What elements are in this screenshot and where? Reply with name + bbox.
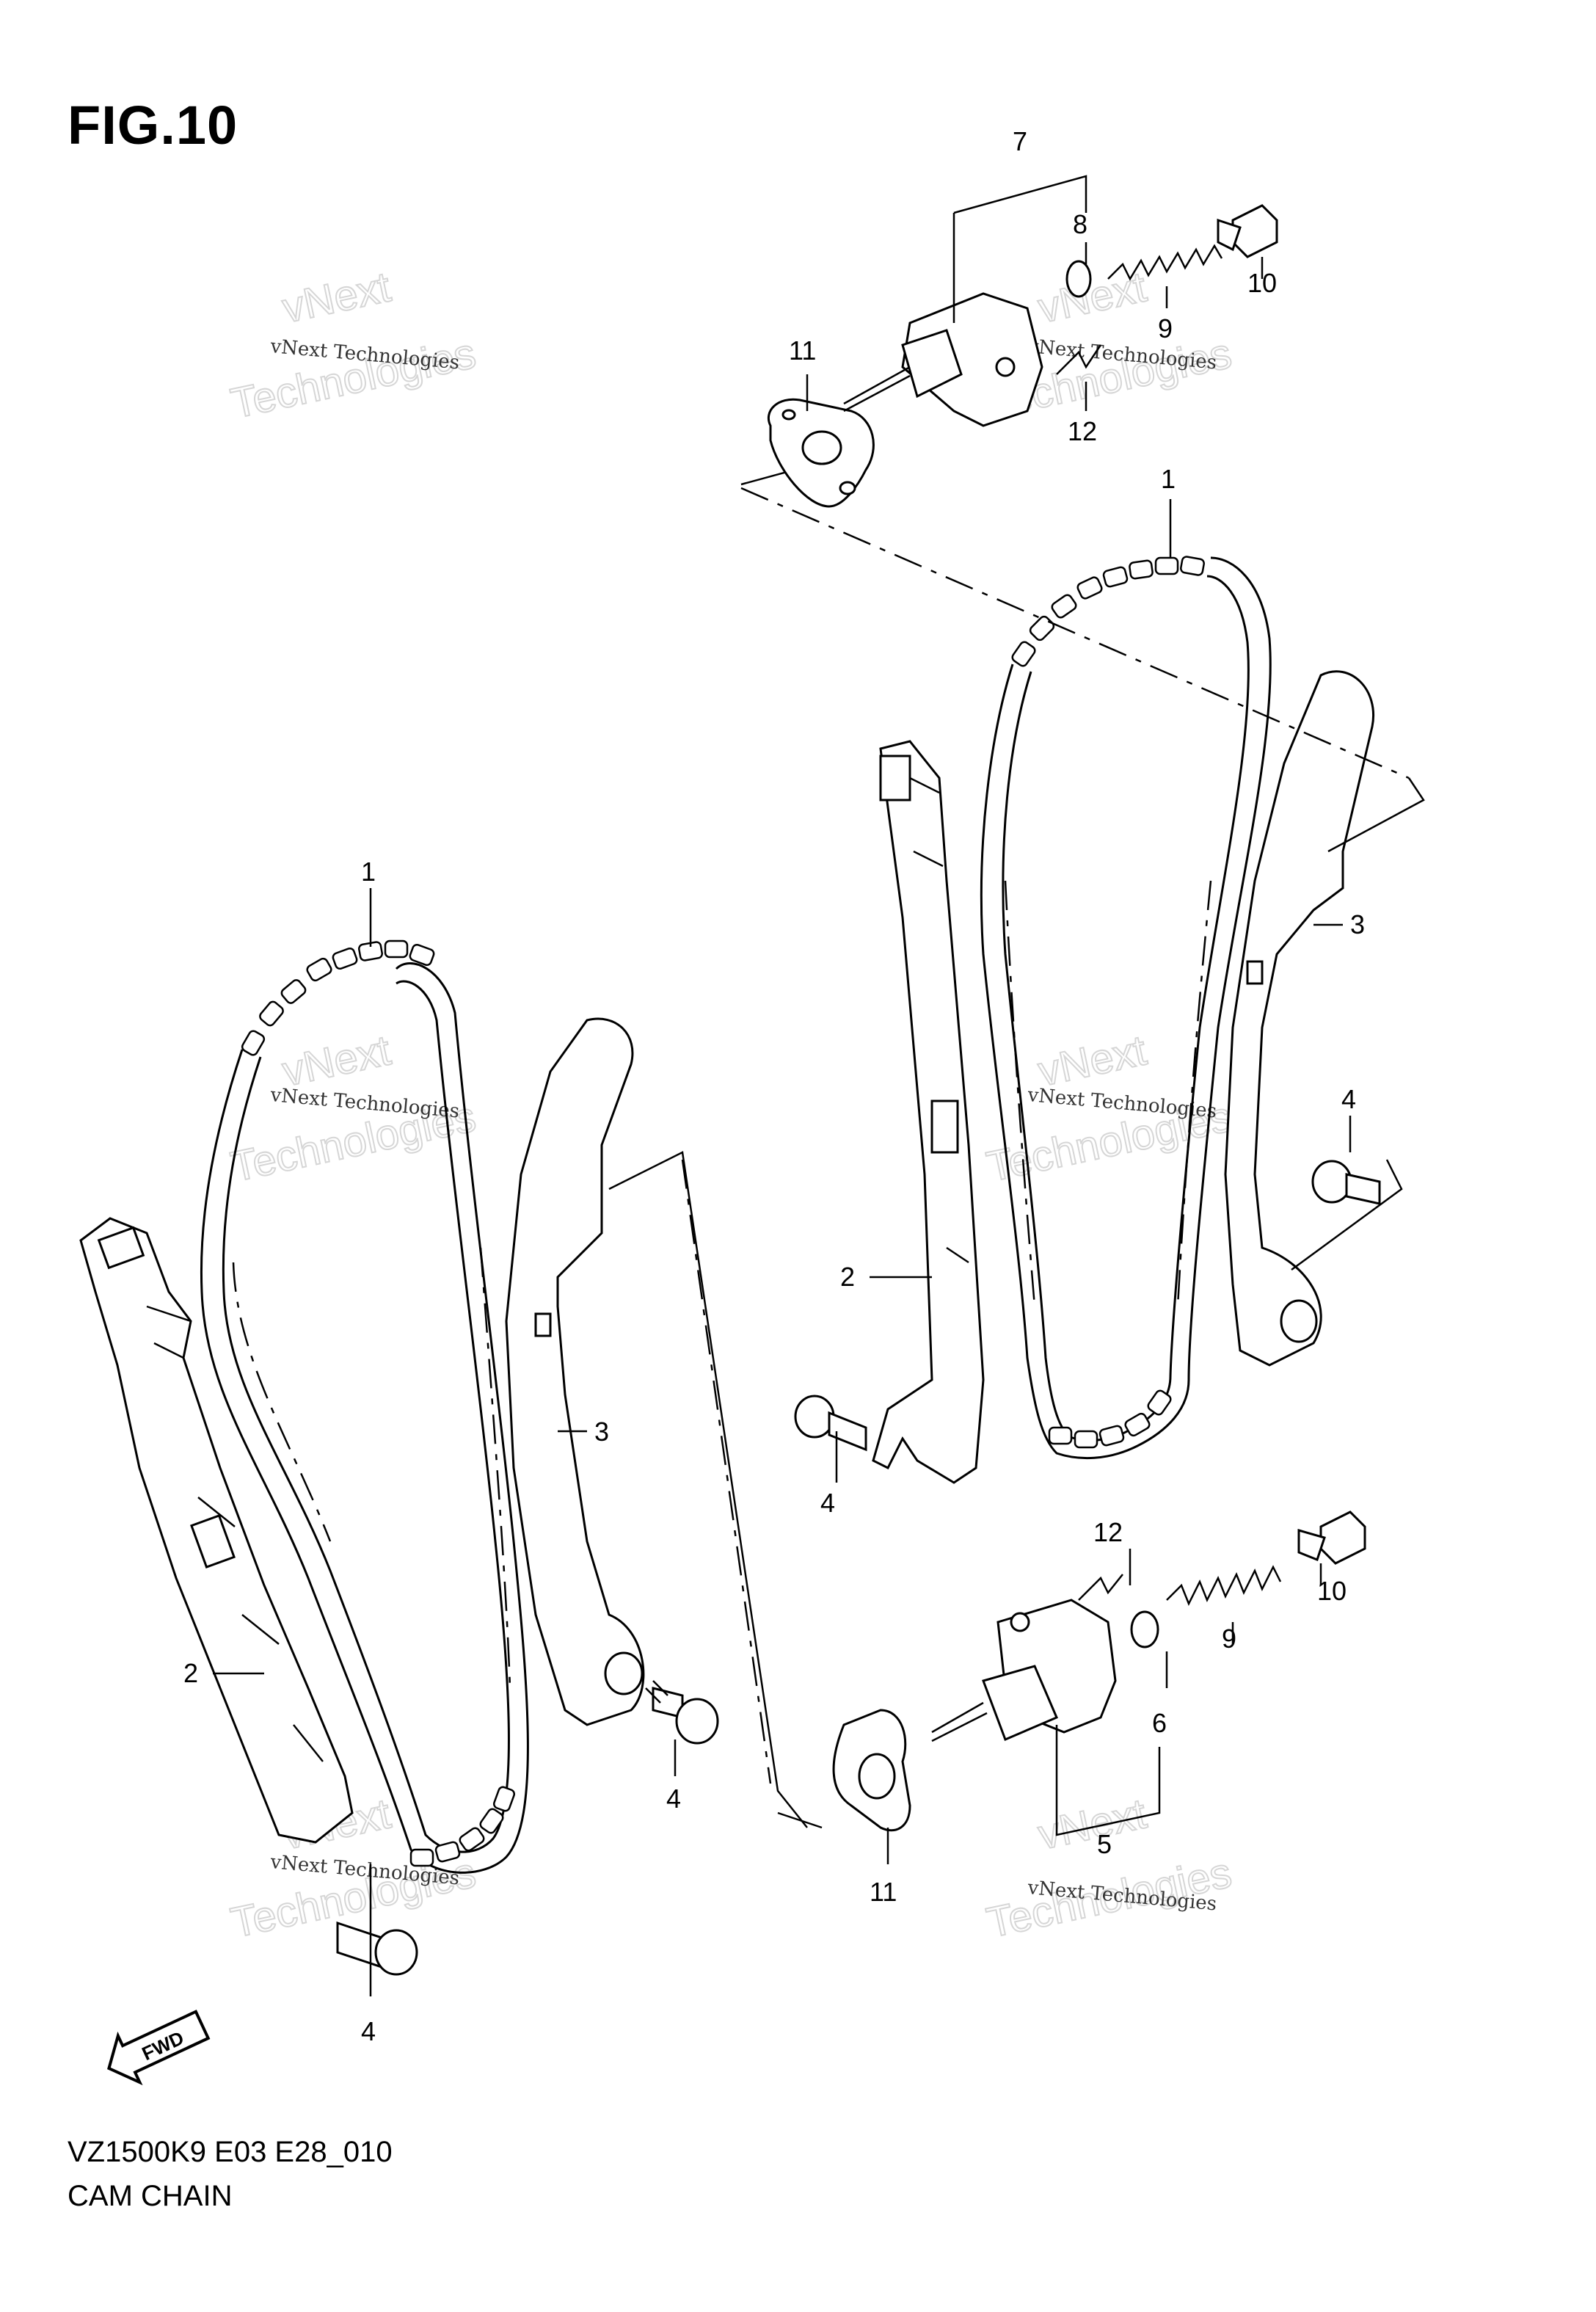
bottom-tensioner-spring [1078,1565,1282,1607]
right-chain-links-top [1011,556,1205,667]
watermark-bottom-right: vNext Technologies vNext Technologies [982,1789,1236,1947]
callout-7: 7 [1013,126,1027,156]
callout-4-left-lower: 4 [361,2016,376,2046]
callout-4-right-lower: 4 [820,1488,835,1518]
callout-9-bottom: 9 [1222,1624,1236,1654]
callout-3-left: 3 [594,1417,609,1447]
right-bolt-upper [1311,1160,1381,1205]
callout-12-bottom: 12 [1093,1517,1123,1547]
figure-title: FIG.10 [68,95,238,156]
callout-6: 6 [1152,1708,1167,1738]
callout-3-right: 3 [1350,909,1365,939]
left-chain-links-bottom [409,1786,516,1867]
left-bolt-lower [336,1921,418,1976]
watermark-brand-text: vNext [278,1026,395,1095]
model-code: VZ1500K9 E03 E28_010 [68,2136,393,2168]
callout-4-left-upper: 4 [666,1784,681,1814]
watermark-brand-text: vNext [278,263,395,332]
left-chain-links-top [241,939,435,1056]
callout-2-right: 2 [840,1262,855,1292]
callout-10-top: 10 [1247,268,1277,298]
right-chain-links-bottom [1048,1389,1172,1449]
callout-labels: 1 1 2 2 3 3 4 4 4 4 5 6 7 8 9 9 10 10 11… [183,126,1365,2046]
callout-2-left: 2 [183,1658,198,1688]
callout-leaders [213,175,1352,1996]
callout-8: 8 [1073,209,1087,239]
watermark-top-left: vNext Technologies vNext Technologies [226,262,481,428]
forward-direction-arrow: FWD [107,2010,211,2086]
callout-11-top: 11 [789,335,816,366]
right-chain-guide [872,740,985,1484]
right-tensioner-arm [1224,670,1374,1367]
left-bolt-upper [645,1680,719,1745]
bottom-tensioner-bolt [1297,1511,1366,1565]
callout-9-top: 9 [1158,313,1173,343]
bottom-tensioner-gasket [832,1709,911,1832]
callout-1-right: 1 [1161,464,1176,494]
right-bolt-lower [794,1395,867,1452]
left-chain-guide [79,1217,354,1844]
callout-1-left: 1 [361,857,376,887]
left-assembly-lines [608,1151,823,1829]
top-tensioner-gasket-ring [1065,260,1092,298]
callout-11-bottom: 11 [870,1877,897,1907]
watermark-brand-text: vNext [1034,1026,1151,1095]
bottom-tensioner-gasket-ring [1130,1610,1159,1648]
top-tensioner-gasket [767,398,875,508]
callout-12-top: 12 [1068,416,1097,446]
top-tensioner-adjuster-body [843,292,1043,427]
callout-5: 5 [1097,1829,1112,1859]
watermark-mid-left: vNext Technologies vNext Technologies [226,1025,481,1191]
top-tensioner-spring [1056,244,1223,375]
bottom-tensioner-adjuster-body [931,1599,1117,1742]
watermark-brand-text: vNext [1034,1789,1151,1858]
callout-4-right-upper: 4 [1341,1084,1356,1114]
right-cam-chain [980,556,1272,1459]
figure-caption: CAM CHAIN [68,2180,233,2212]
top-tensioner-bolt [1217,204,1278,258]
callout-10-bottom: 10 [1317,1576,1347,1606]
left-tensioner-arm [505,1017,645,1726]
